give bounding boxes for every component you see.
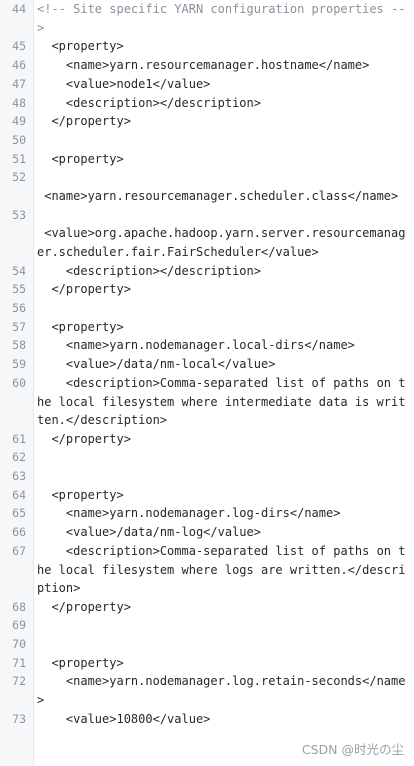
- line-number: 45: [12, 39, 26, 53]
- line-number: 68: [12, 600, 26, 614]
- line-number: 58: [12, 338, 26, 352]
- code-text: <name>yarn.nodemanager.log.retain-second…: [37, 674, 406, 707]
- code-text: <property>: [37, 152, 124, 166]
- line-number: 62: [12, 450, 26, 464]
- code-text: <name>yarn.nodemanager.local-dirs</name>: [37, 338, 355, 352]
- line-number: 71: [12, 656, 26, 670]
- line-number: 73: [12, 712, 26, 726]
- line-number: 47: [12, 77, 26, 91]
- code-text: <name>yarn.resourcemanager.hostname</nam…: [37, 58, 370, 72]
- code-comment: <!-- Site specific YARN configuration pr…: [37, 2, 406, 35]
- line-number: 50: [12, 133, 26, 147]
- line-number: 66: [12, 525, 26, 539]
- line-number: 56: [12, 301, 26, 315]
- line-number: 57: [12, 320, 26, 334]
- code-text: <description></description>: [37, 96, 261, 110]
- code-text: <description>Comma-separated list of pat…: [37, 376, 406, 428]
- code-text: <name>yarn.nodemanager.log-dirs</name>: [37, 506, 341, 520]
- code-text: <property>: [37, 656, 124, 670]
- code-text: <value>org.apache.hadoop.yarn.server.res…: [37, 226, 406, 259]
- line-number: 67: [12, 544, 26, 558]
- line-number: 51: [12, 152, 26, 166]
- line-number: 70: [12, 637, 26, 651]
- line-number: 48: [12, 96, 26, 110]
- code-text: <property>: [37, 39, 124, 53]
- code-text: <name>yarn.resourcemanager.scheduler.cla…: [37, 189, 399, 203]
- line-number: 52: [12, 170, 26, 184]
- line-number: 65: [12, 506, 26, 520]
- code-text: <description>Comma-separated list of pat…: [37, 544, 406, 596]
- line-number: 72: [12, 674, 26, 688]
- code-text: </property>: [37, 432, 131, 446]
- line-number: 55: [12, 282, 26, 296]
- code-text: <value>node1</value>: [37, 77, 211, 91]
- line-number: 63: [12, 469, 26, 483]
- code-text: </property>: [37, 600, 131, 614]
- code-text: </property>: [37, 282, 131, 296]
- line-number: 54: [12, 264, 26, 278]
- code-text: <value>/data/nm-log</value>: [37, 525, 261, 539]
- line-number: 53: [12, 208, 26, 222]
- code-text: <property>: [37, 320, 124, 334]
- line-number: 60: [12, 376, 26, 390]
- code-text: <value>/data/nm-local</value>: [37, 357, 276, 371]
- line-number: 46: [12, 58, 26, 72]
- line-number: 44: [12, 2, 26, 16]
- code-text: <description></description>: [37, 264, 261, 278]
- csdn-watermark: CSDN @时光の尘: [301, 742, 404, 757]
- line-number-gutter: [0, 0, 34, 766]
- line-number: 69: [12, 618, 26, 632]
- line-number: 61: [12, 432, 26, 446]
- line-number: 49: [12, 114, 26, 128]
- line-number: 64: [12, 488, 26, 502]
- code-text: <value>10800</value>: [37, 712, 211, 726]
- line-number: 59: [12, 357, 26, 371]
- code-text: </property>: [37, 114, 131, 128]
- code-text: <property>: [37, 488, 124, 502]
